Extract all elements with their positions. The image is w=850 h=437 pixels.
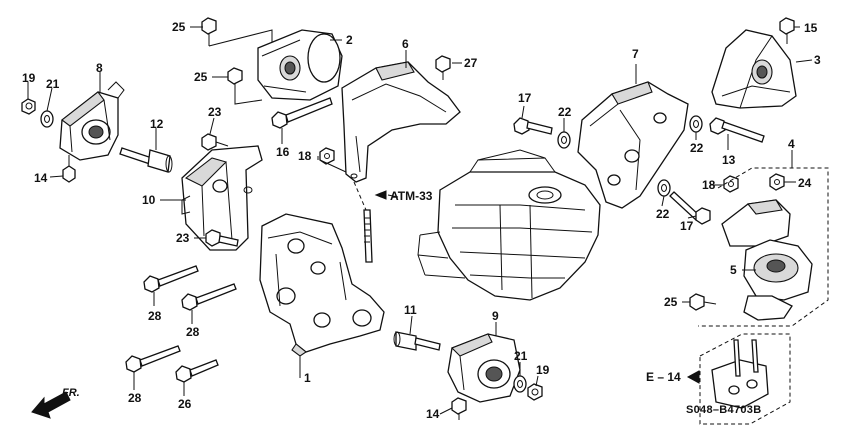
bracket-1 xyxy=(259,213,385,357)
label-part-16[interactable]: 16 xyxy=(276,145,290,159)
nut-19-left xyxy=(21,98,36,115)
bolt-15 xyxy=(779,17,795,44)
label-part-26[interactable]: 26 xyxy=(178,397,192,411)
mount-3 xyxy=(711,29,797,109)
label-part-25-right[interactable]: 25 xyxy=(664,295,678,309)
label-part-28-middle[interactable]: 28 xyxy=(186,325,200,339)
label-part-3[interactable]: 3 xyxy=(814,53,821,67)
diagram-code: S048–B4703B xyxy=(686,405,761,416)
nut-24 xyxy=(769,173,785,191)
bracket-10 xyxy=(181,145,263,251)
label-part-10[interactable]: 10 xyxy=(142,193,156,207)
bolt-25-top xyxy=(201,17,217,46)
bolt-28-bottom xyxy=(125,345,181,373)
front-direction-label: FR. xyxy=(62,387,80,399)
label-part-28-top[interactable]: 28 xyxy=(148,309,162,323)
label-part-23-upper[interactable]: 23 xyxy=(208,105,222,119)
reference-atm-33[interactable]: ATM-33 xyxy=(390,189,433,203)
engine-block-illustration xyxy=(417,149,601,301)
bolt-23-upper xyxy=(201,133,229,151)
mount-2 xyxy=(257,29,343,101)
atm-arrow-icon xyxy=(374,190,387,200)
leader-lines xyxy=(27,26,813,415)
label-part-21-right[interactable]: 21 xyxy=(514,349,528,363)
label-part-15[interactable]: 15 xyxy=(804,21,818,35)
label-part-5[interactable]: 5 xyxy=(730,263,737,277)
label-part-1[interactable]: 1 xyxy=(304,371,311,385)
label-part-28-bottom[interactable]: 28 xyxy=(128,391,142,405)
label-part-18-left[interactable]: 18 xyxy=(298,149,312,163)
washer-22-upper xyxy=(557,131,571,149)
label-part-4[interactable]: 4 xyxy=(788,137,795,151)
bolt-28-middle xyxy=(181,283,237,311)
bolt-17-lower xyxy=(669,191,711,225)
label-part-11[interactable]: 11 xyxy=(404,303,417,317)
mount-5 xyxy=(721,199,813,321)
mount-8 xyxy=(59,81,125,161)
label-part-19-right[interactable]: 19 xyxy=(536,363,550,377)
diagram-code-suffix: B xyxy=(753,404,762,416)
washer-22-lower xyxy=(657,179,671,197)
label-part-17-lower[interactable]: 17 xyxy=(680,219,694,233)
bolt-26 xyxy=(175,359,219,383)
label-part-6[interactable]: 6 xyxy=(402,37,409,51)
label-part-12[interactable]: 12 xyxy=(150,117,164,131)
label-part-25-left[interactable]: 25 xyxy=(194,70,208,84)
label-part-17-upper[interactable]: 17 xyxy=(518,91,532,105)
label-part-13[interactable]: 13 xyxy=(722,153,736,167)
bracket-e14 xyxy=(699,333,791,425)
nut-18-right xyxy=(723,175,739,193)
label-part-27[interactable]: 27 xyxy=(464,56,478,70)
label-part-19-left[interactable]: 19 xyxy=(22,71,36,85)
bolt-17-upper xyxy=(513,117,553,135)
label-part-22-lower[interactable]: 22 xyxy=(656,207,670,221)
label-part-25-top[interactable]: 25 xyxy=(172,20,186,34)
e14-arrow-icon xyxy=(686,370,700,384)
reference-e-14[interactable]: E – 14 xyxy=(646,370,681,384)
bolt-16 xyxy=(271,97,333,129)
label-part-14-left[interactable]: 14 xyxy=(34,171,48,185)
nut-18-left xyxy=(319,147,335,165)
bolt-23-lower xyxy=(205,229,239,247)
bolt-28-top xyxy=(143,265,199,293)
front-direction-arrow-icon xyxy=(31,391,71,419)
washer-21-right xyxy=(513,375,527,393)
label-part-24[interactable]: 24 xyxy=(798,176,812,190)
diagram-code-text: S048–B4703 xyxy=(686,404,754,416)
label-part-14-bottom[interactable]: 14 xyxy=(426,407,440,421)
bolt-11 xyxy=(393,331,441,351)
bracket-7 xyxy=(577,81,689,209)
label-part-2[interactable]: 2 xyxy=(346,33,353,47)
mount-9 xyxy=(447,333,521,403)
bolt-27 xyxy=(435,55,451,80)
bolt-12 xyxy=(119,147,173,173)
label-part-22-middle[interactable]: 22 xyxy=(690,141,704,155)
washer-21-left xyxy=(40,110,54,128)
bolt-25-right xyxy=(689,293,717,311)
bolt-13 xyxy=(709,117,765,143)
label-part-22-upper[interactable]: 22 xyxy=(558,105,572,119)
bolt-25-left xyxy=(227,67,243,96)
stud-atm-33 xyxy=(353,181,373,263)
label-part-21-left[interactable]: 21 xyxy=(46,77,60,91)
nut-19-right xyxy=(527,383,543,401)
bracket-6 xyxy=(341,61,461,183)
bolt-14-left xyxy=(62,155,76,183)
label-part-8[interactable]: 8 xyxy=(96,61,103,75)
washer-22-middle xyxy=(689,115,703,133)
bolt-14-bottom xyxy=(451,397,467,420)
label-part-18-right[interactable]: 18 xyxy=(702,178,716,192)
label-part-7[interactable]: 7 xyxy=(632,47,639,61)
label-part-23-lower[interactable]: 23 xyxy=(176,231,190,245)
label-part-9[interactable]: 9 xyxy=(492,309,499,323)
